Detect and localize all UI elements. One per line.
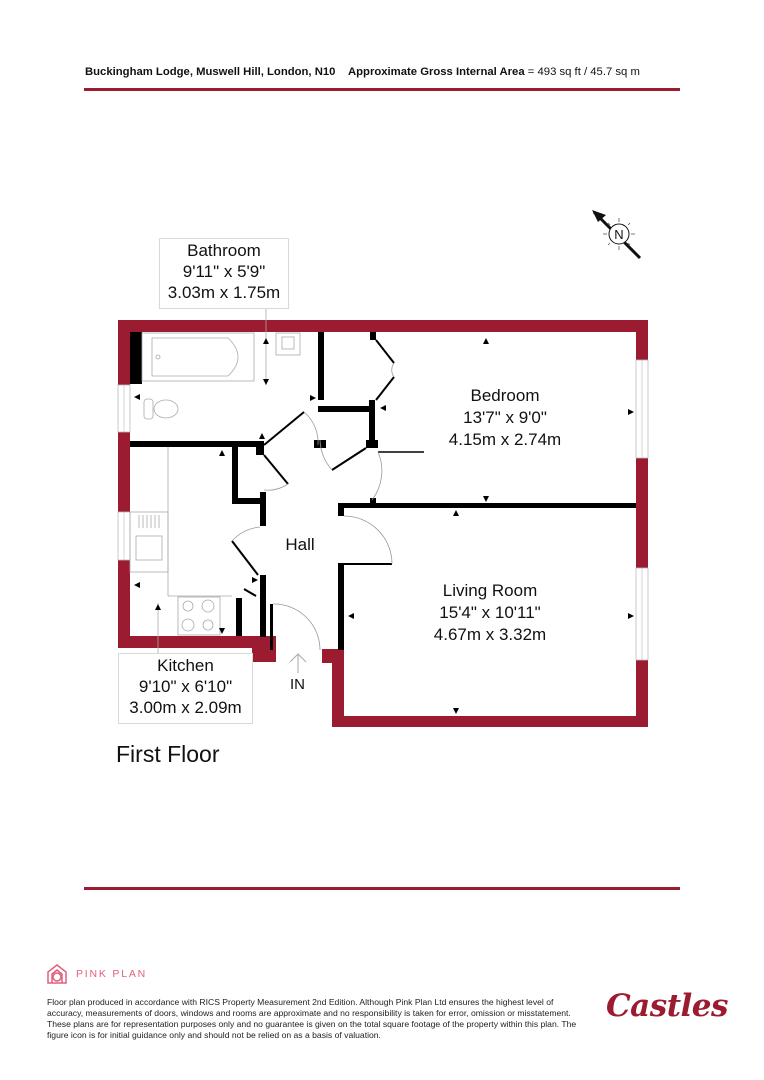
room-dimensions-metric: 3.00m x 2.09m (129, 698, 242, 717)
svg-text:N: N (614, 227, 623, 242)
north-compass-icon: N (592, 210, 642, 260)
room-name: Bedroom (470, 386, 540, 405)
castles-logo: Castles (606, 988, 728, 1024)
house-logo-icon (47, 964, 67, 984)
door-leaves (231, 339, 395, 597)
door-swings (231, 362, 395, 651)
room-dimensions-imperial: 13'7" x 9'0" (463, 408, 547, 427)
room-label-kitchen: Kitchen 9'10" x 6'10" 3.00m x 2.09m (118, 653, 253, 724)
room-dimensions-metric: 4.15m x 2.74m (448, 430, 562, 449)
footer-rule (84, 887, 680, 890)
room-label-hall: Hall (270, 534, 330, 556)
area-value: = 493 sq ft / 45.7 sq m (527, 66, 640, 78)
plan-header: Buckingham Lodge, Muswell Hill, London, … (85, 66, 681, 78)
room-dimensions-metric: 3.03m x 1.75m (167, 283, 281, 302)
area-label: Approximate Gross Internal Area (348, 66, 525, 78)
room-label-bathroom: Bathroom 9'11" x 5'9" 3.03m x 1.75m (159, 238, 289, 309)
room-label-bedroom: Bedroom 13'7" x 9'0" 4.15m x 2.74m (430, 385, 580, 451)
dimension-markers (134, 338, 634, 714)
room-dimensions-imperial: 9'10" x 6'10" (138, 677, 233, 696)
room-name: Bathroom (187, 241, 261, 260)
pink-plan-logo: PINK PLAN (46, 963, 147, 985)
room-dimensions-imperial: 9'11" x 5'9" (182, 262, 266, 281)
room-dimensions-metric: 4.67m x 3.32m (433, 625, 547, 644)
property-address: Buckingham Lodge, Muswell Hill, London, … (85, 66, 336, 78)
entrance-arrow-icon (289, 653, 307, 673)
room-name: Kitchen (157, 656, 214, 675)
header-rule (84, 88, 680, 91)
room-name: Hall (285, 535, 315, 554)
disclaimer-text: Floor plan produced in accordance with R… (47, 997, 577, 1040)
room-dimensions-imperial: 15'4" x 10'11" (439, 603, 541, 622)
entrance-label: IN (290, 676, 305, 693)
room-name: Living Room (442, 581, 538, 600)
interior-walls (130, 332, 636, 650)
exterior-walls (118, 320, 648, 727)
brand-name: PINK PLAN (76, 968, 148, 980)
floor-title: First Floor (116, 741, 220, 767)
fixtures (129, 300, 301, 655)
room-label-living-room: Living Room 15'4" x 10'11" 4.67m x 3.32m (405, 580, 575, 646)
